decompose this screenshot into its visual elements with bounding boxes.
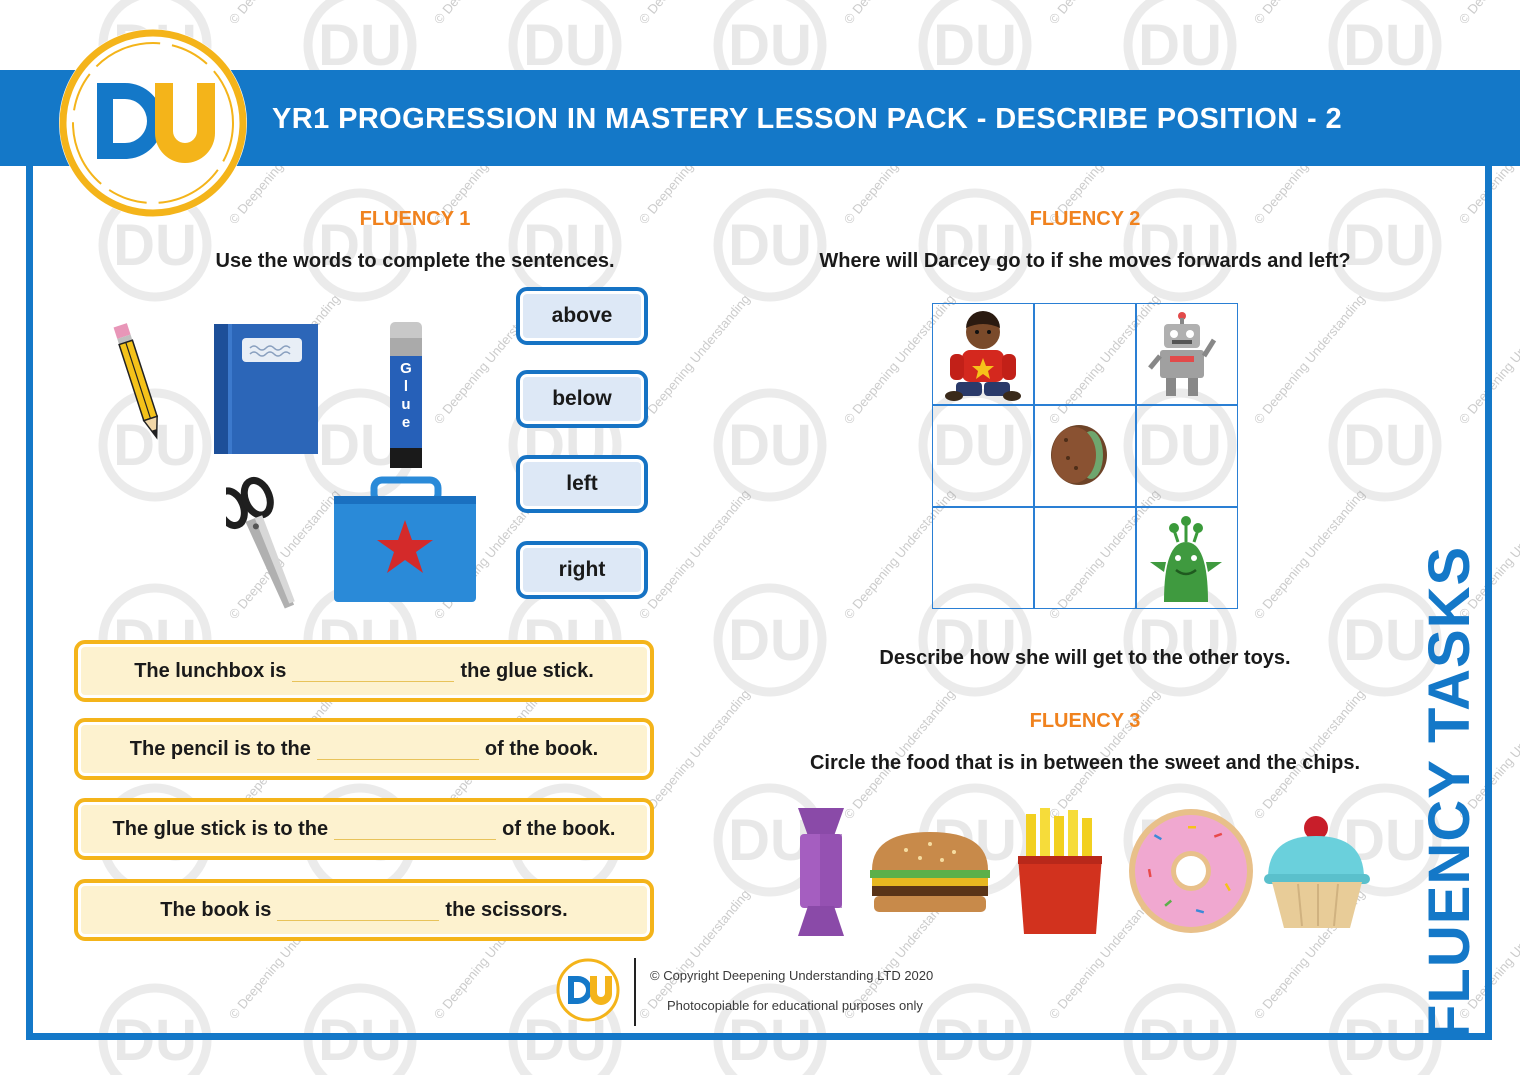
grid-cell[interactable] <box>1136 507 1238 609</box>
glue-label: G l u e <box>396 360 416 432</box>
fluency3-heading: FLUENCY 3 <box>1029 710 1141 732</box>
glue-letter: l <box>403 378 409 395</box>
doughnut-image[interactable] <box>1124 806 1258 936</box>
watermark-text: © Deepening Understanding <box>636 0 753 27</box>
glue-letter: u <box>401 396 411 413</box>
sweet-image[interactable] <box>790 806 852 938</box>
fluency3-instruction: Circle the food that is in between the s… <box>809 752 1361 774</box>
svg-text:DU: DU <box>728 13 812 78</box>
watermark-text: © Deepening Understanding <box>1046 0 1163 27</box>
sentence-end: of the book. <box>502 817 616 840</box>
glue-letter: e <box>401 414 411 431</box>
svg-text:DU: DU <box>318 13 402 78</box>
pencil-image <box>113 323 159 440</box>
photocopy-note: Photocopiable for educational purposes o… <box>667 998 923 1013</box>
glue-letter: G <box>400 360 412 377</box>
page-title: YR1 PROGRESSION IN MASTERY LESSON PACK -… <box>272 103 1343 135</box>
word-card-left: left <box>516 455 648 513</box>
du-logo <box>59 29 247 217</box>
sentence-box: The lunchbox is the glue stick. <box>74 640 654 702</box>
lunchbox-image <box>334 476 476 602</box>
alien-image <box>1150 516 1222 602</box>
chips-image[interactable] <box>1014 806 1106 936</box>
word-card-above: above <box>516 287 648 345</box>
svg-text:DU: DU <box>933 13 1017 78</box>
fluency2-question: Describe how she will get to the other t… <box>879 647 1291 669</box>
sentence-end: the scissors. <box>445 898 568 921</box>
footer-divider <box>634 958 636 1026</box>
book-image <box>214 324 318 454</box>
watermark-text: © Deepening Understanding <box>1456 0 1520 27</box>
cupcake-image[interactable] <box>1262 814 1372 930</box>
grid-cell[interactable] <box>932 507 1034 609</box>
watermark-text: © Deepening Understanding <box>226 0 343 27</box>
word-card-right: right <box>516 541 648 599</box>
fluency1-heading: FLUENCY 1 <box>359 208 471 230</box>
sentence-start: The lunchbox is <box>134 659 287 682</box>
fluency2-instruction: Where will Darcey go to if she moves for… <box>819 250 1351 272</box>
answer-blank[interactable] <box>277 900 440 921</box>
watermark-text: © Deepening Understanding <box>841 0 958 27</box>
grid-cell[interactable] <box>932 405 1034 507</box>
svg-text:DU: DU <box>1343 13 1427 78</box>
svg-text:DU: DU <box>523 13 607 78</box>
burger-image[interactable] <box>866 830 994 914</box>
side-title: FLUENCY TASKS <box>1417 545 1482 1040</box>
sentence-box: The book is the scissors. <box>74 879 654 941</box>
sentence-start: The book is <box>160 898 272 921</box>
burger-image <box>1051 425 1107 485</box>
grid-cell[interactable] <box>1136 405 1238 507</box>
word-card-below: below <box>516 370 648 428</box>
position-grid <box>932 303 1239 610</box>
svg-text:DU: DU <box>1138 13 1222 78</box>
copyright-text: © Copyright Deepening Understanding LTD … <box>650 968 934 983</box>
grid-cell[interactable] <box>932 303 1034 405</box>
sentence-start: The pencil is to the <box>129 737 311 760</box>
sentence-box: The glue stick is to the of the book. <box>74 798 654 860</box>
answer-blank[interactable] <box>316 739 479 760</box>
grid-cell[interactable] <box>1136 303 1238 405</box>
page-frame <box>26 150 1492 1040</box>
grid-cell[interactable] <box>1034 303 1136 405</box>
footer-logo <box>556 958 620 1022</box>
fluency1-instruction: Use the words to complete the sentences. <box>215 250 615 272</box>
glue-stick-image <box>390 322 422 468</box>
sentence-end: of the book. <box>484 737 599 760</box>
answer-blank[interactable] <box>334 819 497 840</box>
grid-cell[interactable] <box>1034 507 1136 609</box>
sentence-start: The glue stick is to the <box>112 817 329 840</box>
scissors-image <box>226 476 295 609</box>
answer-blank[interactable] <box>292 661 455 682</box>
sentence-box: The pencil is to the of the book. <box>74 718 654 780</box>
header-bar <box>0 70 1520 166</box>
doll-image <box>945 311 1021 401</box>
fluency2-heading: FLUENCY 2 <box>1029 208 1141 230</box>
robot-image <box>1148 312 1217 396</box>
sentence-end: the glue stick. <box>460 659 594 682</box>
grid-cell[interactable] <box>1034 405 1136 507</box>
watermark-text: © Deepening Understanding <box>1251 0 1368 27</box>
watermark-text: © Deepening Understanding <box>431 0 548 27</box>
